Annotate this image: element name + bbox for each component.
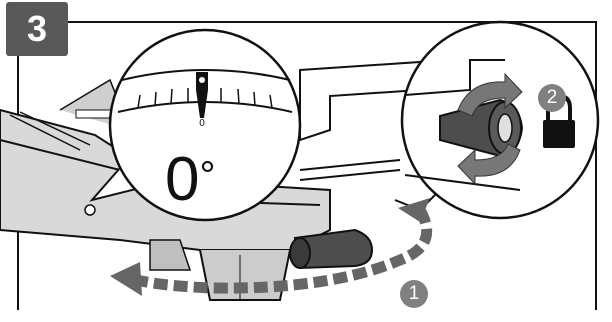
degree-symbol: ° bbox=[199, 154, 215, 198]
callout-step-one: 1 bbox=[400, 280, 428, 308]
angle-readout: 0° bbox=[165, 140, 275, 220]
scale-tick-label: 0 bbox=[196, 118, 208, 129]
step-badge: 3 bbox=[6, 2, 68, 56]
step-number: 3 bbox=[6, 2, 68, 56]
callout-step-two: 2 bbox=[538, 84, 566, 112]
angle-value: 0 bbox=[165, 145, 199, 214]
